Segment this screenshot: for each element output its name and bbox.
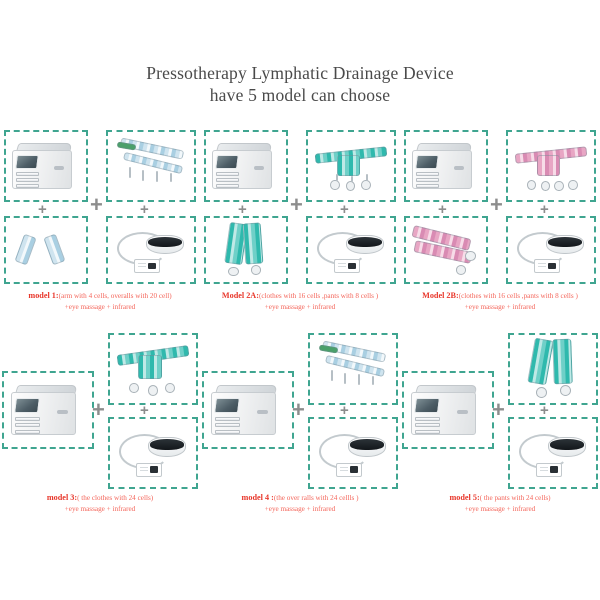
panel-group: + + + bbox=[400, 128, 600, 288]
model-spec: ( the pants with 24 cells) bbox=[479, 494, 551, 502]
panel-group: + + bbox=[200, 333, 400, 491]
panel-control-unit bbox=[4, 130, 88, 202]
model-card-model-4[interactable]: + + model 4 :(the over ralls with 24 cel… bbox=[200, 333, 400, 545]
title-line-1: Pressotherapy Lymphatic Drainage Device bbox=[146, 63, 454, 83]
model-extras: +eye massage + infrared bbox=[64, 504, 136, 513]
machine-illustration bbox=[204, 373, 292, 447]
machine-illustration bbox=[4, 373, 92, 447]
model-label: model 4 : bbox=[241, 493, 274, 502]
panel-eye-massager bbox=[506, 216, 596, 284]
jacket-illustration bbox=[110, 335, 196, 403]
eye-massager-illustration bbox=[110, 419, 196, 487]
machine-illustration bbox=[206, 132, 286, 200]
pants-illustration bbox=[406, 218, 486, 282]
model-row-top: + + + model 1:(arm with 4 cells, overall… bbox=[0, 128, 600, 328]
panel-pants-garment bbox=[204, 216, 288, 284]
plus-separator: + bbox=[38, 201, 47, 218]
plus-separator: + bbox=[90, 192, 103, 217]
panel-control-unit bbox=[404, 130, 488, 202]
eye-massager-illustration bbox=[510, 419, 596, 487]
overalls-illustration bbox=[310, 335, 396, 403]
plus-separator: + bbox=[490, 192, 503, 217]
model-label: model 5: bbox=[449, 493, 480, 502]
model-extras: +eye massage + infrared bbox=[64, 302, 136, 311]
jacket-illustration bbox=[508, 132, 594, 200]
panel-jacket-garment bbox=[306, 130, 396, 202]
panel-control-unit bbox=[402, 371, 494, 449]
panel-control-unit bbox=[2, 371, 94, 449]
panel-group: + + + bbox=[0, 128, 200, 288]
model-label: model 1: bbox=[28, 291, 59, 300]
panel-pants-garment bbox=[404, 216, 488, 284]
panel-eye-massager bbox=[108, 417, 198, 489]
pants-illustration bbox=[510, 335, 596, 403]
machine-illustration bbox=[404, 373, 492, 447]
plus-separator: + bbox=[340, 402, 349, 419]
model-label: model 3: bbox=[46, 493, 78, 502]
arm-cuffs-illustration bbox=[6, 218, 86, 282]
panel-group: + + + bbox=[200, 128, 400, 288]
model-spec: (clothes with 16 cells ,pants with 8 cel… bbox=[458, 292, 578, 300]
eye-massager-illustration bbox=[310, 419, 396, 487]
model-extras: +eye massage + infrared bbox=[464, 504, 536, 513]
panel-eye-massager bbox=[308, 417, 398, 489]
plus-separator: + bbox=[340, 201, 349, 218]
model-caption: model 5:( the pants with 24 cells) +eye … bbox=[400, 493, 600, 514]
model-spec: (arm with 4 cells, overalls with 20 cell… bbox=[58, 292, 172, 300]
plus-separator: + bbox=[290, 192, 303, 217]
pants-illustration bbox=[206, 218, 286, 282]
model-spec: ( the clothes with 24 cells) bbox=[77, 494, 154, 502]
panel-group: + + bbox=[400, 333, 600, 491]
machine-illustration bbox=[406, 132, 486, 200]
model-caption: model 4 :(the over ralls with 24 cellls … bbox=[200, 493, 400, 514]
plus-separator: + bbox=[140, 201, 149, 218]
plus-separator: + bbox=[238, 201, 247, 218]
plus-separator: + bbox=[540, 201, 549, 218]
model-card-model-3[interactable]: + + model 3:( the clothes with 24 cells)… bbox=[0, 333, 200, 545]
model-caption: Model 2A:(clothes with 16 cells ,pants w… bbox=[200, 291, 400, 312]
eye-massager-illustration bbox=[308, 218, 394, 282]
model-caption: Model 2B:(clothes with 16 cells ,pants w… bbox=[400, 291, 600, 312]
eye-massager-illustration bbox=[108, 218, 194, 282]
model-caption: model 1:(arm with 4 cells, overalls with… bbox=[0, 291, 200, 312]
machine-illustration bbox=[6, 132, 86, 200]
panel-control-unit bbox=[202, 371, 294, 449]
plus-separator: + bbox=[92, 397, 105, 422]
model-spec: (the over ralls with 24 cellls ) bbox=[273, 494, 359, 502]
model-card-model-1[interactable]: + + + model 1:(arm with 4 cells, overall… bbox=[0, 128, 200, 328]
model-card-model-2b[interactable]: + + + Model 2B:(clothes with 16 cells ,p… bbox=[400, 128, 600, 328]
overalls-illustration bbox=[108, 132, 194, 200]
plus-separator: + bbox=[492, 397, 505, 422]
model-card-model-5[interactable]: + + model 5:( the pants with 24 cells) +… bbox=[400, 333, 600, 545]
model-row-bottom: + + model 3:( the clothes with 24 cells)… bbox=[0, 333, 600, 545]
panel-group: + + bbox=[0, 333, 200, 491]
model-card-model-2a[interactable]: + + + Model 2A:(clothes with 16 cells ,p… bbox=[200, 128, 400, 328]
panel-eye-massager bbox=[306, 216, 396, 284]
jacket-illustration bbox=[308, 132, 394, 200]
panel-arm-cuffs bbox=[4, 216, 88, 284]
model-extras: +eye massage + infrared bbox=[264, 302, 336, 311]
panel-control-unit bbox=[204, 130, 288, 202]
panel-jacket-garment bbox=[506, 130, 596, 202]
title-line-2: have 5 model can choose bbox=[209, 85, 391, 105]
plus-separator: + bbox=[540, 402, 549, 419]
model-label: Model 2A: bbox=[221, 291, 259, 300]
panel-eye-massager bbox=[508, 417, 598, 489]
panel-clothes-garment bbox=[108, 333, 198, 405]
model-caption: model 3:( the clothes with 24 cells) +ey… bbox=[0, 493, 200, 514]
panel-overalls-garment bbox=[308, 333, 398, 405]
panel-overalls-garment bbox=[106, 130, 196, 202]
eye-massager-illustration bbox=[508, 218, 594, 282]
panel-pants-garment bbox=[508, 333, 598, 405]
panel-eye-massager bbox=[106, 216, 196, 284]
plus-separator: + bbox=[292, 397, 305, 422]
model-extras: +eye massage + infrared bbox=[264, 504, 336, 513]
plus-separator: + bbox=[438, 201, 447, 218]
page-title: Pressotherapy Lymphatic Drainage Device … bbox=[0, 62, 600, 106]
plus-separator: + bbox=[140, 402, 149, 419]
model-spec: (clothes with 16 cells ,pants with 8 cel… bbox=[258, 292, 379, 300]
model-extras: +eye massage + infrared bbox=[464, 302, 536, 311]
model-label: Model 2B: bbox=[422, 291, 459, 300]
